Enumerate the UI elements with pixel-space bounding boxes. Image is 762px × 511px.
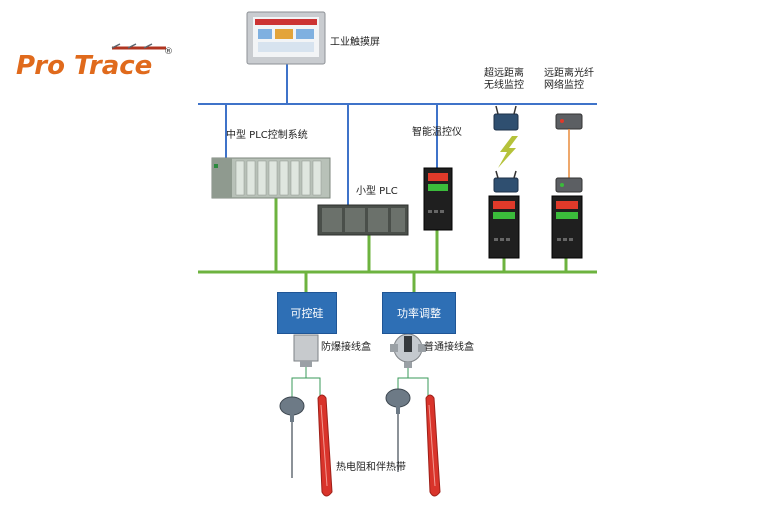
normal-box-label: 普通接线盒 [424,342,474,353]
blue-network-bus [198,64,597,205]
registered-mark: ® [164,47,173,57]
heating-cable-left [317,394,333,497]
rtd-sensor-right [385,388,411,472]
wireless-module-top [493,105,519,131]
power-regulator-box: 功率调整 [382,292,456,334]
medium-plc-rack [211,157,331,199]
mid-plc-label: 中型 PLC控制系统 [226,130,308,141]
scr-box: 可控硅 [277,292,337,334]
small-plc-label: 小型 PLC [356,186,398,197]
rtd-sensor-left [279,396,305,478]
fiber-converter-bottom [555,177,583,193]
lightning-icon [498,136,518,168]
green-field-bus [198,198,597,292]
fiber-converter-top [555,113,583,130]
smart-controller-label: 智能温控仪 [412,127,462,138]
fiber-monitor-label: 远距离光纤 网络监控 [544,68,594,91]
touch-screen-label: 工业触摸屏 [330,37,380,48]
pro-trace-logo: Pro Trace ® [16,42,176,82]
temp-controller-wireless [488,195,520,259]
explosion-proof-box [293,334,319,367]
wireless-module-bottom [493,170,519,193]
wireless-monitor-label: 超远距离 无线监控 [484,68,524,91]
normal-junction-box [390,333,426,368]
heating-cable-right [425,394,441,497]
logo-text: Pro Trace [16,51,152,81]
touch-screen [246,11,326,65]
explosion-box-label: 防爆接线盒 [321,342,371,353]
temp-controller-fiber [551,195,583,259]
rtd-cable-label: 热电阻和伴热带 [336,462,406,473]
sensor-wiring [291,367,429,398]
small-plc [317,204,409,236]
temp-controller-main [423,167,453,231]
